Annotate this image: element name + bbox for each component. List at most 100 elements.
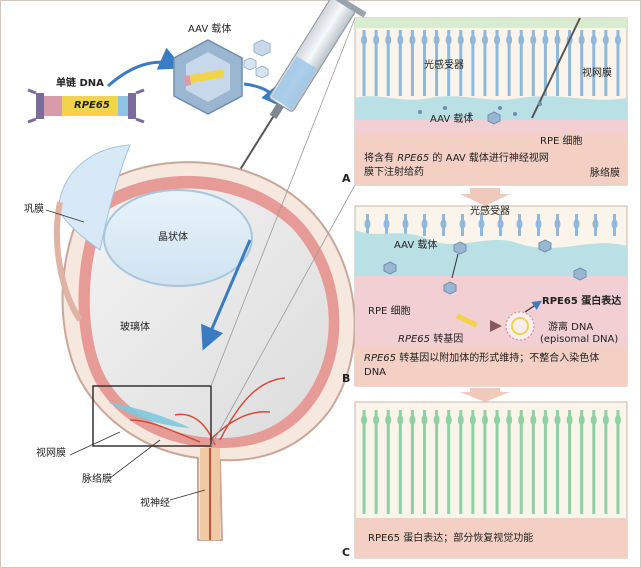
vitreous-label: 玻璃体 xyxy=(120,322,150,333)
panel-a-caption-pre: 将含有 xyxy=(364,153,398,164)
panel-c-photoreceptor-cell xyxy=(445,415,452,425)
panel-a-rpe-label: RPE 细胞 xyxy=(540,136,583,147)
panel-b-photoreceptor-cell xyxy=(573,219,580,229)
panel-a-choroid-label: 脉络膜 xyxy=(590,168,620,179)
panel-c-photoreceptor-cell xyxy=(409,415,416,425)
panel-c-photoreceptor-cell xyxy=(518,415,525,425)
panel-c-photoreceptor-cell xyxy=(457,415,464,425)
ssdna-label: 单链 DNA xyxy=(56,78,104,89)
panel-a-illustration xyxy=(354,17,628,186)
panel-b-photoreceptor-cell xyxy=(402,219,409,229)
panel-a-photoreceptor-cell xyxy=(397,35,404,45)
aav-particles xyxy=(243,39,271,79)
panel-a-photoreceptor-cell xyxy=(614,35,621,45)
panel-c-photoreceptor-cell xyxy=(590,415,597,425)
panel-a-photoreceptor-cell xyxy=(469,35,476,45)
lens-label: 晶状体 xyxy=(158,232,188,243)
panel-c-photoreceptor-cell xyxy=(481,415,488,425)
panel-a-photoreceptor-cell xyxy=(445,35,452,45)
panel-a-photoreceptor-cell xyxy=(433,35,440,45)
panel-b-photoreceptor-cell xyxy=(592,219,599,229)
arrow-b-to-c xyxy=(460,388,510,402)
panel-a-letter: A xyxy=(342,172,351,185)
panel-b-illustration xyxy=(354,205,628,387)
panel-c-photoreceptor-cell xyxy=(578,415,585,425)
panel-b-transgene-label: RPE65 转基因 xyxy=(398,334,463,346)
panel-b-episomal-line1: 游离 DNA xyxy=(548,322,594,333)
optic-nerve-leader xyxy=(169,489,206,501)
aav-vector-label: AAV 载体 xyxy=(188,24,232,35)
panel-a-photoreceptor-cell xyxy=(578,35,585,45)
panel-b-photoreceptor-cell xyxy=(459,219,466,229)
panel-c-photoreceptor-cell xyxy=(542,415,549,425)
gene-label: RPE65 xyxy=(74,100,110,111)
zoom-connector-top xyxy=(210,17,356,387)
panel-a-caption: 将含有 RPE65 的 AAV 载体进行神经视网膜下注射给药 xyxy=(364,152,554,180)
panel-c-photoreceptor-cell xyxy=(361,415,368,425)
panel-b-letter: B xyxy=(342,372,351,385)
panel-c-photoreceptor-cell xyxy=(421,415,428,425)
panel-a-photoreceptor-cell xyxy=(554,35,561,45)
ssdna-construct xyxy=(27,88,145,124)
panel-b-episomal-line2: (episomal DNA) xyxy=(540,334,619,345)
dna-to-aav-arrow xyxy=(107,47,184,88)
panel-b-photoreceptor-cell xyxy=(440,219,447,229)
panel-a-photoreceptor-cell xyxy=(518,35,525,45)
panel-b-photoreceptor-cell xyxy=(554,219,561,229)
panel-b-photoreceptor-label: 光感受器 xyxy=(470,206,510,217)
retina-label: 视网膜 xyxy=(36,448,66,459)
choroid-label: 脉络膜 xyxy=(82,474,112,485)
panel-b-photoreceptor-cell xyxy=(383,219,390,229)
panel-a-photoreceptor-cell xyxy=(542,35,549,45)
panel-a-photoreceptor-cell xyxy=(481,35,488,45)
panel-b-photoreceptor-cell xyxy=(611,219,618,229)
panel-a-photoreceptor-cell xyxy=(385,35,392,45)
arrow-a-to-b xyxy=(460,188,510,206)
panel-c-letter: C xyxy=(342,546,351,559)
panel-a-aav-label: AAV 载体 xyxy=(430,114,474,125)
panel-a-retina-label: 视网膜 xyxy=(582,68,612,79)
panel-c-photoreceptor-cell xyxy=(554,415,561,425)
panel-a-photoreceptor-cell xyxy=(494,35,501,45)
panel-b-rpe-label: RPE 细胞 xyxy=(368,306,411,317)
sclera-label: 巩膜 xyxy=(24,204,44,215)
optic-nerve-label: 视神经 xyxy=(140,498,170,509)
panel-a-photoreceptor-cell xyxy=(506,35,513,45)
injection-direction-arrow xyxy=(201,239,252,351)
choroid-leader xyxy=(109,439,161,479)
panel-c-photoreceptor-cell xyxy=(602,415,609,425)
panel-a-photoreceptor-cell xyxy=(590,35,597,45)
panel-c-photoreceptor-cell xyxy=(614,415,621,425)
panel-c-caption: RPE65 蛋白表达；部分恢复视觉功能 xyxy=(368,533,534,544)
panel-b-caption: RPE65 转基因以附加体的形式维持；不整合入染色体 DNA xyxy=(364,352,619,380)
panel-b-protein-label: RPE65 蛋白表达 xyxy=(542,296,622,307)
eye-cross-section xyxy=(53,144,356,541)
panel-c-photoreceptor-cell xyxy=(506,415,513,425)
panel-a-photoreceptor-cell xyxy=(409,35,416,45)
panel-c-photoreceptor-cell xyxy=(530,415,537,425)
panel-c-photoreceptor-cell xyxy=(397,415,404,425)
panel-b-transgene-suffix: 转基因 xyxy=(430,334,464,345)
panel-c-photoreceptor-cell xyxy=(566,415,573,425)
panel-a-photoreceptor-cell xyxy=(421,35,428,45)
panel-b-photoreceptor-cell xyxy=(497,219,504,229)
sclera-leader xyxy=(45,209,85,223)
panel-c-photoreceptor-cell xyxy=(494,415,501,425)
panel-a-photoreceptor-label: 光感受器 xyxy=(424,60,464,71)
panel-c-photoreceptor-cell xyxy=(469,415,476,425)
aav-vector-icon xyxy=(173,39,243,115)
panel-a-photoreceptor-cell xyxy=(457,35,464,45)
panel-b-photoreceptor-cell xyxy=(516,219,523,229)
panel-c-photoreceptor-cell xyxy=(373,415,380,425)
retina-leader xyxy=(69,431,121,456)
panel-a-caption-gene: RPE65 xyxy=(397,153,430,164)
panel-a-photoreceptor-cell xyxy=(361,35,368,45)
panel-b-caption-gene: RPE65 xyxy=(364,353,397,364)
panel-a-photoreceptor-cell xyxy=(602,35,609,45)
panel-a-caption-post: 的 AAV 载体进行神经视网膜下注射给药 xyxy=(364,153,549,178)
panel-b-photoreceptor-cell xyxy=(364,219,371,229)
panel-b-aav-label: AAV 载体 xyxy=(394,240,438,251)
panel-b-photoreceptor-cell xyxy=(535,219,542,229)
panel-b-photoreceptor-cell xyxy=(478,219,485,229)
